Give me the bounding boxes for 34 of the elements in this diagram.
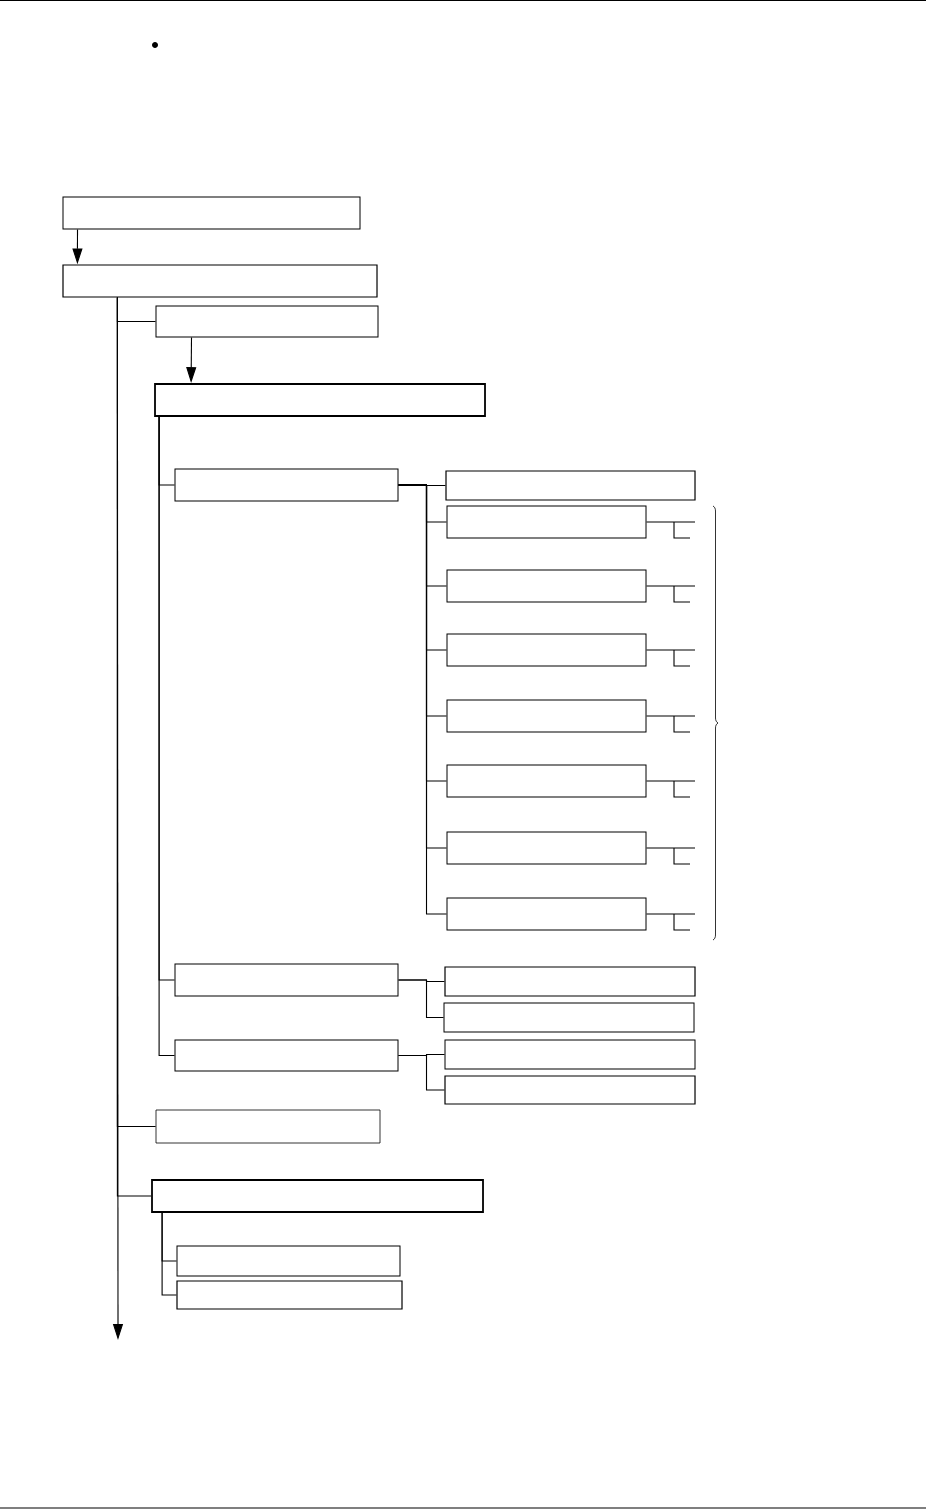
process-box (174, 1039, 399, 1072)
branch-stub (645, 715, 696, 733)
process-box (174, 963, 399, 997)
process-box (444, 1039, 696, 1070)
branch-stub (645, 913, 696, 931)
branch-stub (645, 521, 696, 539)
process-box (62, 196, 361, 230)
connector-line (397, 979, 445, 1019)
branch-stub (645, 847, 696, 865)
process-box (446, 569, 647, 603)
process-box (446, 505, 647, 539)
connector-line (397, 1054, 445, 1091)
branch-stub (645, 649, 696, 667)
process-box (155, 1109, 381, 1144)
process-box (176, 1245, 401, 1277)
branch-stub (645, 780, 696, 798)
process-box (62, 264, 378, 298)
process-box (446, 764, 647, 798)
process-box (155, 305, 379, 338)
process-box (443, 1002, 695, 1033)
connector-line (161, 1212, 177, 1296)
process-box (446, 831, 647, 865)
process-box (446, 897, 647, 931)
connector-line (397, 484, 448, 915)
process-box (444, 1075, 696, 1105)
process-box (151, 1179, 484, 1213)
branch-stub (645, 585, 696, 603)
process-box (444, 966, 696, 997)
process-box (446, 699, 647, 733)
process-box (445, 470, 696, 501)
process-box (446, 633, 647, 667)
process-box (174, 468, 399, 502)
process-box (154, 383, 486, 417)
process-box (176, 1280, 403, 1310)
